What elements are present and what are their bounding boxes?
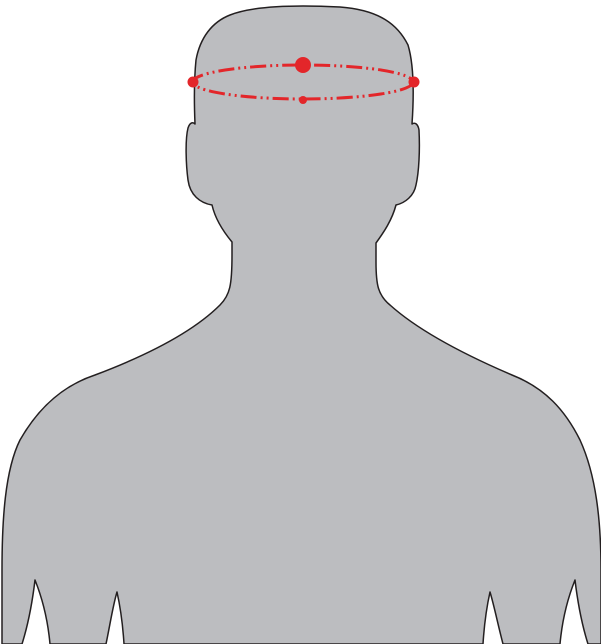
left-side-point-marker bbox=[188, 77, 199, 88]
right-side-point-marker bbox=[409, 77, 420, 88]
front-point-marker bbox=[295, 57, 311, 73]
back-point-marker bbox=[299, 96, 307, 104]
